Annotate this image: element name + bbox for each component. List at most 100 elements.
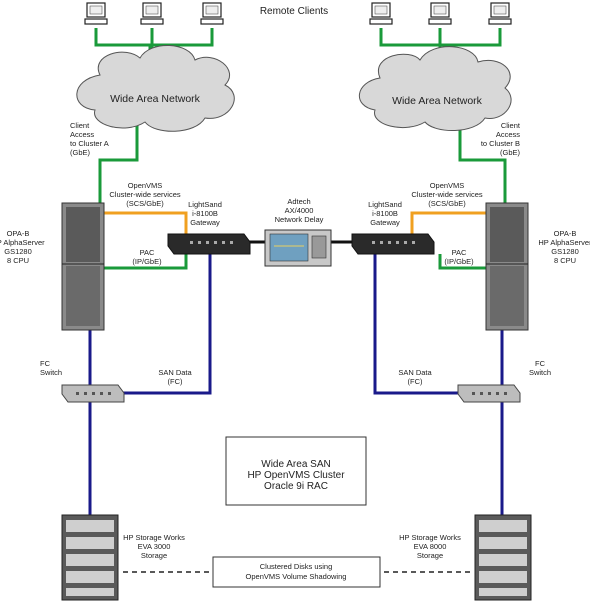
right-server-label-line: HP AlphaServer [538,238,590,247]
left-gateway-label-line: Gateway [190,218,220,227]
left-gateway-label-line: i-8100B [192,209,218,218]
left-server-label-line: 8 CPU [7,256,29,265]
client-computer-icon [428,2,452,25]
right-client-access-label-line: Client [501,121,521,130]
right-gateway-label-line: LightSand [368,200,402,209]
right-wan-cloud: Wide Area Network [358,46,512,132]
client-computer-icon [488,2,512,25]
right-server-label-line: 8 CPU [554,256,576,265]
center-info-box [225,436,367,506]
right-fc-switch [457,384,521,403]
left-fc-switch-label-line: Switch [40,368,62,377]
right-fc-switch-label-line: FC [535,359,546,368]
computer-icons [84,2,512,25]
right-server-label-line: OPA-B [554,229,577,238]
right-scs-label-line: Cluster-wide services [411,190,483,199]
right-fc-switch-label-line: Switch [529,368,551,377]
left-pac-label: PAC(IP/GbE) [132,248,162,266]
right-client-access-label-line: to Cluster B [481,139,520,148]
right-pac-label: PAC(IP/GbE) [444,248,474,266]
clustered-disks-label-line: Clustered Disks using [260,562,333,571]
right-pac-label-line: PAC [452,248,467,257]
left-scs-link [104,211,188,234]
left-server-label-line: OPA-B [7,229,30,238]
right-pac-link [438,254,486,270]
network-delay-label-line: AX/4000 [285,206,314,215]
right-pac-label-line: (IP/GbE) [444,257,474,266]
left-client-access-label-line: Access [70,130,94,139]
fc-links [88,254,504,515]
network-delay-label-line: Adtech [287,197,310,206]
center-box-label-line: Wide Area SAN [261,459,330,470]
network-delay-label-line: Network Delay [275,215,324,224]
left-client-access-label-line: to Cluster A [70,139,109,148]
left-server-label-line: HP AlphaServer [0,238,45,247]
right-lightsand-gateway [351,233,435,255]
left-san-data-label-line: (FC) [168,377,183,386]
left-san-data-label: SAN Data(FC) [158,368,192,386]
client-computer-icon [84,2,108,25]
left-storage-label-line: Storage [141,551,167,560]
left-scs-label-line: OpenVMS [128,181,163,190]
right-alphaserver [485,202,529,331]
center-box-label-line: HP OpenVMS Cluster [247,470,345,481]
client-computer-icon [369,2,393,25]
left-storage-array [61,514,119,601]
right-client-access-label-line: (GbE) [500,148,521,157]
right-san-data-label: SAN Data(FC) [398,368,432,386]
left-client-access-label-line: (GbE) [70,148,91,157]
right-storage-label-line: HP Storage Works [399,533,461,542]
right-scs-link [410,211,486,234]
right-storage-label-line: EVA 8000 [414,542,447,551]
left-pac-link [104,254,188,270]
right-san-data-label-line: (FC) [408,377,423,386]
left-wan-label: Wide Area Network [110,93,201,105]
left-scs-label-line: (SCS/GbE) [126,199,164,208]
left-gateway-label-line: LightSand [188,200,222,209]
adtech-network-delay [264,229,332,267]
left-storage-label-line: HP Storage Works [123,533,185,542]
right-scs-label-line: OpenVMS [430,181,465,190]
remote-clients-title: Remote Clients [260,6,328,17]
right-storage-label-line: Storage [417,551,443,560]
right-server-label-line: GS1280 [551,247,579,256]
left-lightsand-gateway [167,233,251,255]
center-box-label-line: Oracle 9i RAC [264,481,328,492]
right-client-access-label-line: Access [496,130,520,139]
right-san-data-label-line: SAN Data [398,368,432,377]
left-alphaserver [61,202,105,331]
left-fc-switch-label-line: FC [40,359,51,368]
left-storage-label-line: EVA 3000 [138,542,171,551]
clustered-disks-label-line: OpenVMS Volume Shadowing [246,572,347,581]
right-gateway-label-line: i-8100B [372,209,398,218]
left-pac-label-line: PAC [140,248,155,257]
right-gateway-label-line: Gateway [370,218,400,227]
right-scs-label-line: (SCS/GbE) [428,199,466,208]
left-client-access-label-line: Client [70,121,90,130]
clustered-disks-box [212,556,381,588]
left-wan-cloud: Wide Area Network [76,45,235,132]
left-san-data-label-line: SAN Data [158,368,192,377]
left-server-label-line: GS1280 [4,247,32,256]
client-computer-icon [200,2,224,25]
right-storage-array [474,514,532,601]
client-computer-icon [140,2,164,25]
